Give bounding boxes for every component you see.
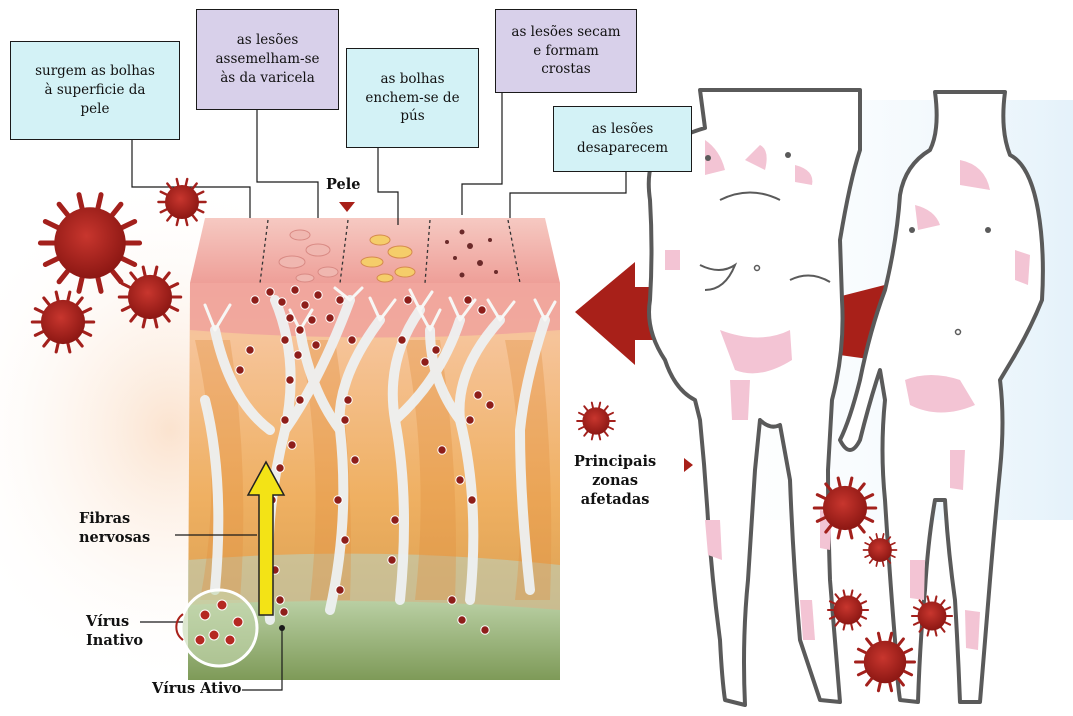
virus-dot	[296, 396, 304, 404]
virus-dot	[398, 336, 406, 344]
virus-dot	[236, 366, 244, 374]
virus-dot	[301, 301, 309, 309]
virus-dot	[481, 626, 489, 634]
virus-dot	[432, 346, 440, 354]
virus-dot	[404, 296, 412, 304]
label-virus-ativo: Vírus Ativo	[152, 680, 241, 699]
virus-dot	[334, 496, 342, 504]
virus-dot	[312, 341, 320, 349]
virus-dot	[391, 516, 399, 524]
callout-pus-filled: as bolhas enchem-se de pús	[346, 48, 479, 148]
virus-dot	[448, 596, 456, 604]
virus-particle	[577, 403, 615, 440]
virus-dot	[341, 536, 349, 544]
virus-dot	[288, 441, 296, 449]
callout-varicella-like: as lesões assemelham-se às da varicela	[196, 9, 339, 110]
virus-dot	[351, 456, 359, 464]
virus-dot	[341, 416, 349, 424]
virus-dot	[336, 586, 344, 594]
label-virus-inativo: Vírus Inativo	[86, 613, 143, 651]
virus-dot	[266, 288, 274, 296]
virus-dot	[278, 298, 286, 306]
virus-dot	[296, 326, 304, 334]
virus-dot	[388, 556, 396, 564]
virus-dot	[421, 358, 429, 366]
virus-dot	[478, 306, 486, 314]
virus-dot	[458, 616, 466, 624]
virus-dot	[466, 416, 474, 424]
callout-disappear: as lesões desaparecem	[553, 106, 692, 172]
virus-dot	[276, 464, 284, 472]
virus-dot	[280, 608, 288, 616]
virus-dot	[276, 596, 284, 604]
virus-dot	[468, 496, 476, 504]
virus-dot	[348, 336, 356, 344]
virus-dot	[294, 351, 302, 359]
skin-cross-section	[181, 218, 560, 680]
virus-dot	[326, 314, 334, 322]
callout-blisters-surface: surgem as bolhas à superficie da pele	[10, 41, 180, 140]
virus-dot	[456, 476, 464, 484]
virus-dot	[286, 314, 294, 322]
virus-dot	[438, 446, 446, 454]
virus-dot	[286, 376, 294, 384]
virus-dot	[314, 291, 322, 299]
virus-dot	[464, 296, 472, 304]
virus-dot	[251, 296, 259, 304]
virus-dot	[246, 346, 254, 354]
label-fibras-nervosas: Fibras nervosas	[79, 510, 150, 548]
virus-dot	[336, 296, 344, 304]
virus-dot	[281, 336, 289, 344]
virus-dot	[308, 316, 316, 324]
callout-crusts: as lesões secam e formam crostas	[495, 9, 637, 93]
virus-dot	[291, 286, 299, 294]
pele-marker	[339, 202, 355, 212]
label-pele: Pele	[326, 176, 360, 195]
label-principais-zonas: Principais zonas afetadas	[574, 453, 656, 510]
virus-dot	[344, 396, 352, 404]
virus-dot	[281, 416, 289, 424]
virus-dot	[486, 401, 494, 409]
virus-dot	[474, 391, 482, 399]
